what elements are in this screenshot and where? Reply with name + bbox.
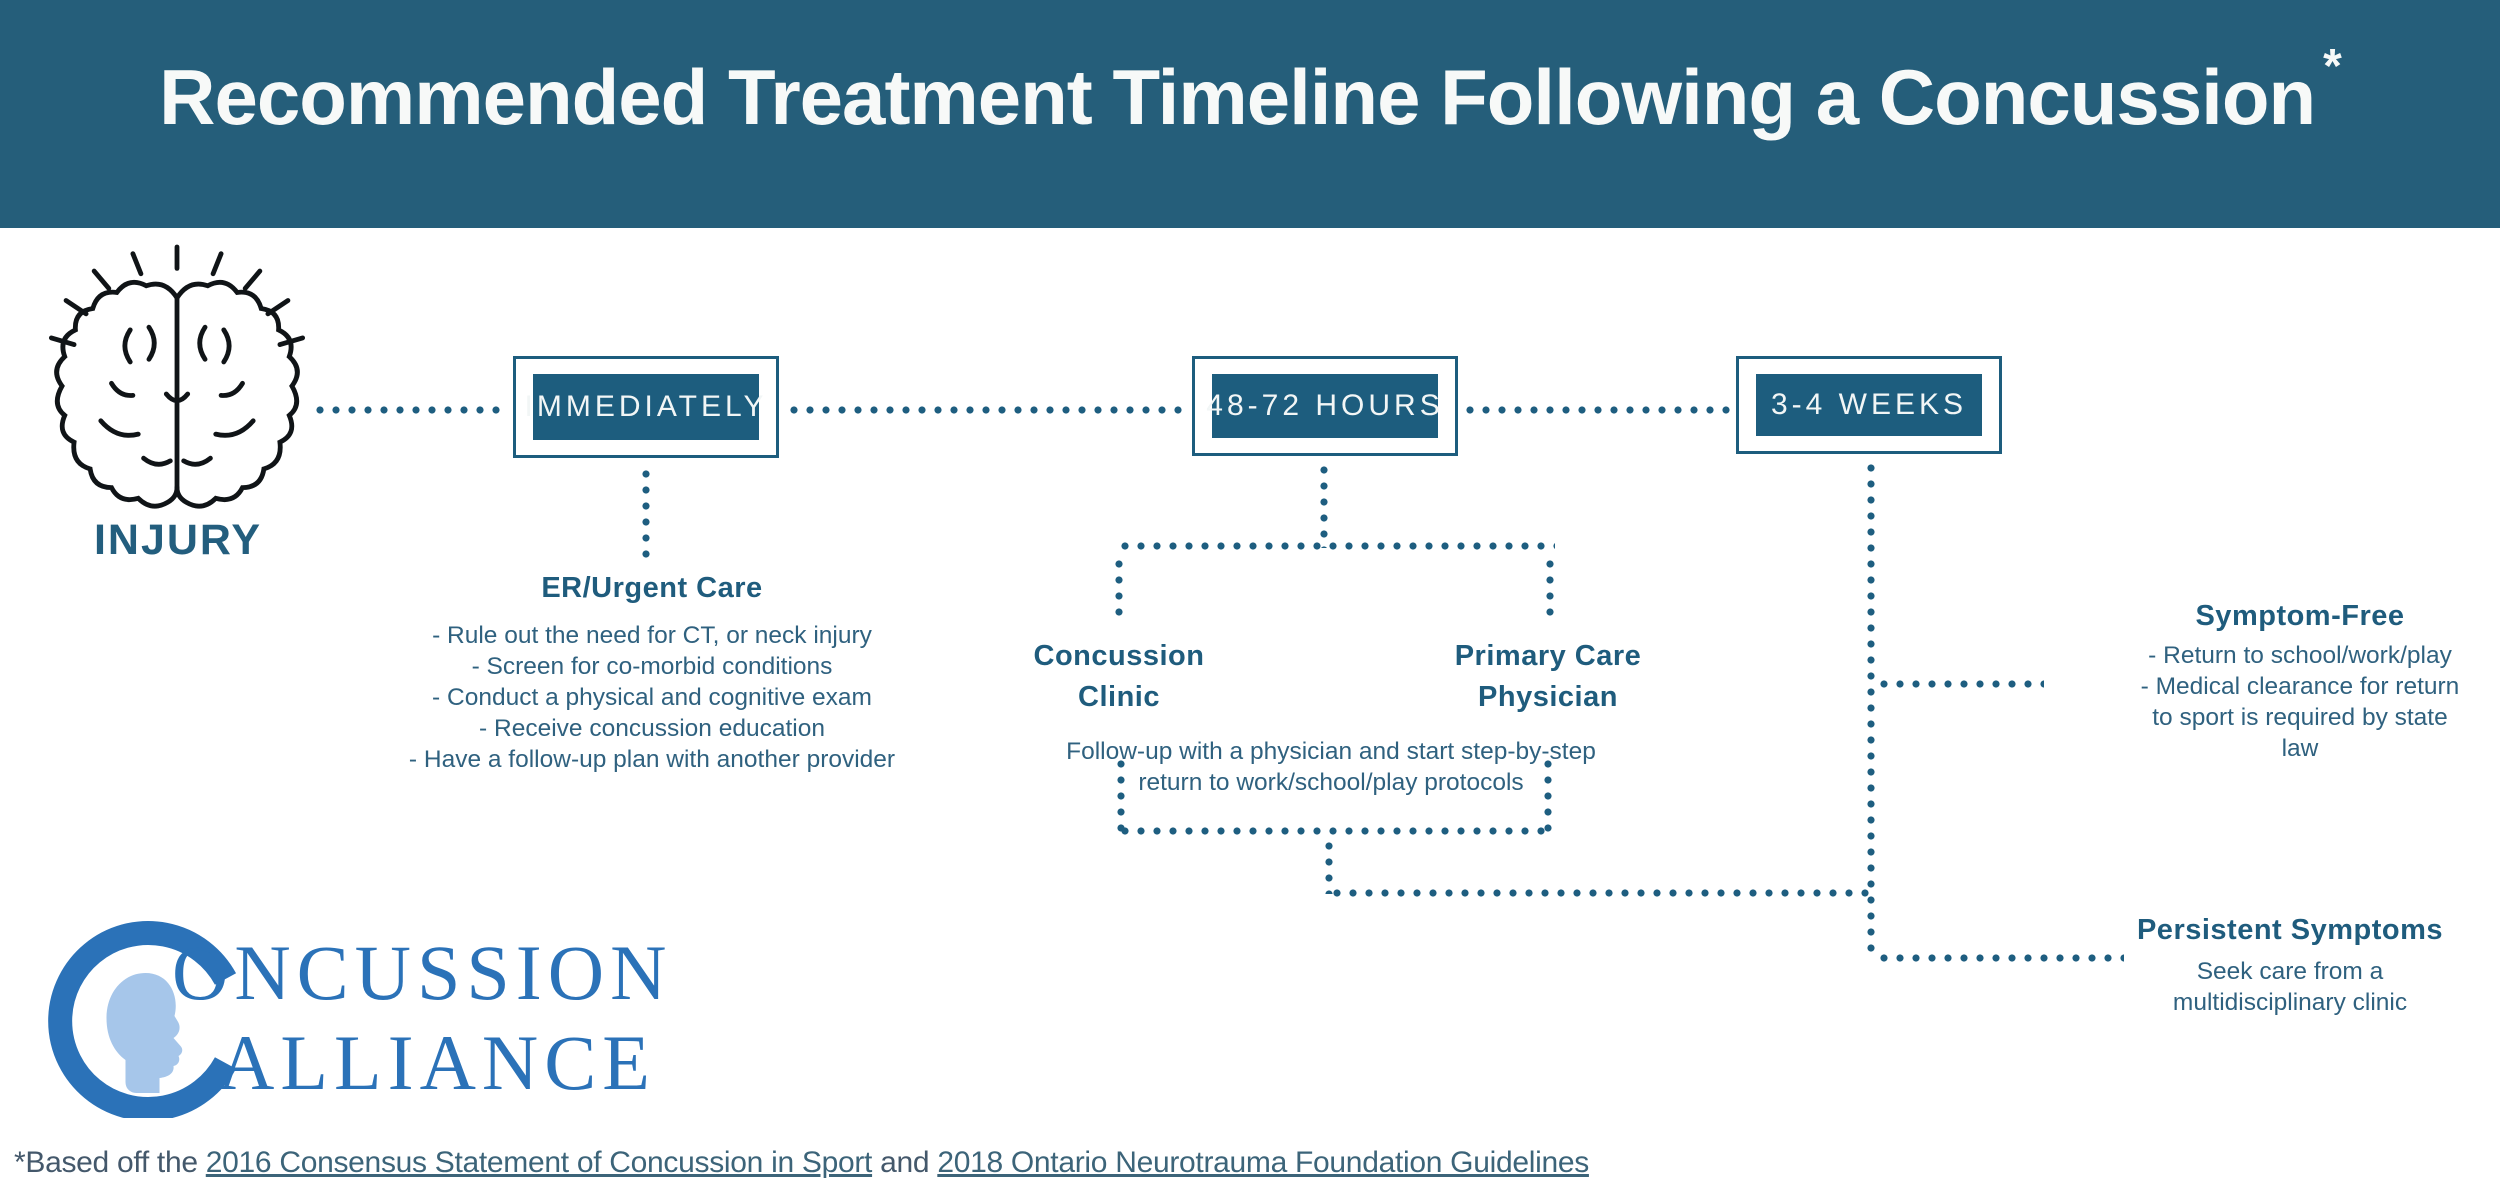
footer-link-2018-ontario[interactable]: 2018 Ontario Neurotrauma Foundation Guid… [937, 1146, 1589, 1179]
header-band: Recommended Treatment Timeline Following… [0, 0, 2500, 228]
concussion-alliance-logo-mark [45, 918, 255, 1118]
milestone-label-3-4-weeks: 3-4 WEEKS [1756, 374, 1982, 436]
dotted-connector-4872-weeks [1462, 406, 1730, 414]
injury-label: INJURY [93, 516, 263, 564]
footer-link-2016-consensus[interactable]: 2016 Consensus Statement of Concussion i… [205, 1146, 873, 1179]
primary-care-label: Primary Care Physician [1398, 636, 1698, 718]
symptom-free-line: to sport is required by state [2152, 704, 2448, 731]
dotted-drop-immediately [642, 466, 650, 562]
milestone-label-immediately: IMMEDIATELY [525, 374, 763, 440]
symptom-free-line: law [2281, 735, 2319, 762]
er-bullet: - Have a follow-up plan with another pro… [408, 746, 896, 773]
milestone-box-immediately: IMMEDIATELY [513, 356, 779, 458]
dotted-merge-left [1117, 756, 1125, 832]
milestone-box-3-4-weeks: 3-4 WEEKS [1736, 356, 2002, 454]
logo-text-line2: ALLIANCE [218, 1019, 656, 1106]
followup-description: Follow-up with a physician and start ste… [1031, 736, 1631, 798]
dotted-merge-right [1544, 756, 1552, 832]
persistent-line: multidisciplinary clinic [2172, 989, 2408, 1016]
dotted-merge-center-drop [1325, 838, 1333, 894]
persistent-symptoms-heading: Persistent Symptoms [2136, 914, 2444, 946]
footer-middle: and [872, 1146, 938, 1179]
followup-line1: Follow-up with a physician and start ste… [1066, 738, 1596, 765]
primary-care-line2: Physician [1478, 681, 1618, 713]
dotted-split-right-drop [1546, 556, 1554, 616]
persistent-symptoms-text: Seek care from a multidisciplinary clini… [2090, 956, 2490, 1018]
symptom-free-heading: Symptom-Free [2195, 600, 2405, 632]
page-title-text: Recommended Treatment Timeline Following… [159, 53, 2316, 141]
dotted-merge-bottom [1117, 827, 1551, 835]
dotted-persistent-connector [1876, 954, 2124, 962]
dotted-symptom-free-connector [1876, 680, 2044, 688]
concussion-clinic-label: Concussion Clinic [969, 636, 1269, 718]
er-bullet: - Receive concussion education [479, 715, 825, 742]
er-bullet: - Rule out the need for CT, or neck inju… [432, 622, 872, 649]
footer-prefix: *Based off the [14, 1146, 206, 1179]
dotted-connector-immediately-4872 [786, 406, 1186, 414]
concussion-clinic-line2: Clinic [1078, 681, 1160, 713]
footer-citation: *Based off the 2016 Consensus Statement … [14, 1146, 2414, 1180]
symptom-free-line: - Medical clearance for return [2140, 673, 2460, 700]
dotted-weeks-long-drop [1867, 460, 1875, 960]
er-heading: ER/Urgent Care [541, 572, 763, 604]
primary-care-line1: Primary Care [1454, 640, 1642, 672]
dotted-split-left-drop [1115, 556, 1123, 616]
er-bullet-list: - Rule out the need for CT, or neck inju… [402, 620, 902, 775]
er-bullet: - Conduct a physical and cognitive exam [432, 684, 872, 711]
dotted-merge-to-weeks [1329, 889, 1875, 897]
milestone-box-48-72-hours: 48-72 HOURS [1192, 356, 1458, 456]
concussion-clinic-line1: Concussion [1033, 640, 1205, 672]
dotted-drop-4872 [1320, 462, 1328, 548]
dotted-connector-injury-immediately [312, 406, 508, 414]
dotted-split-top [1117, 542, 1555, 550]
page-title: Recommended Treatment Timeline Following… [0, 40, 2500, 143]
followup-line2: return to work/school/play protocols [1138, 769, 1524, 796]
symptom-free-line: - Return to school/work/play [2148, 642, 2452, 669]
persistent-line: Seek care from a [2196, 958, 2384, 985]
symptom-free-list: - Return to school/work/play - Medical c… [2088, 640, 2500, 764]
logo-text-line1: ONCUSSION [172, 929, 673, 1016]
title-asterisk: * [2323, 40, 2342, 93]
er-bullet: - Screen for co-morbid conditions [471, 653, 833, 680]
milestone-label-48-72-hours: 48-72 HOURS [1206, 374, 1440, 438]
brain-injury-icon [42, 244, 312, 512]
